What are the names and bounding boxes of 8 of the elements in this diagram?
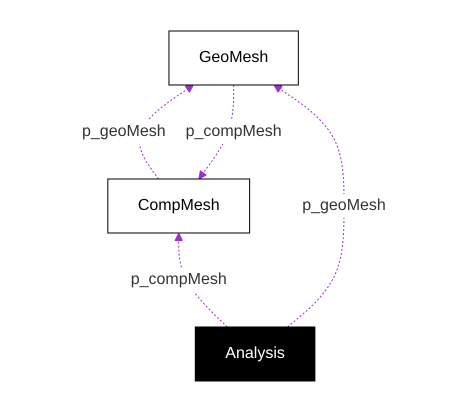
- node-box: GeoMesh: [168, 30, 299, 86]
- edge-label: p_compMesh: [186, 122, 282, 140]
- edge-label: p_geoMesh: [302, 196, 386, 214]
- node-box: CompMesh: [107, 178, 250, 234]
- edge-label: p_geoMesh: [82, 122, 166, 140]
- edge-label: p_compMesh: [130, 270, 227, 288]
- arrow: [274, 84, 345, 328]
- node-box: Analysis: [194, 326, 316, 382]
